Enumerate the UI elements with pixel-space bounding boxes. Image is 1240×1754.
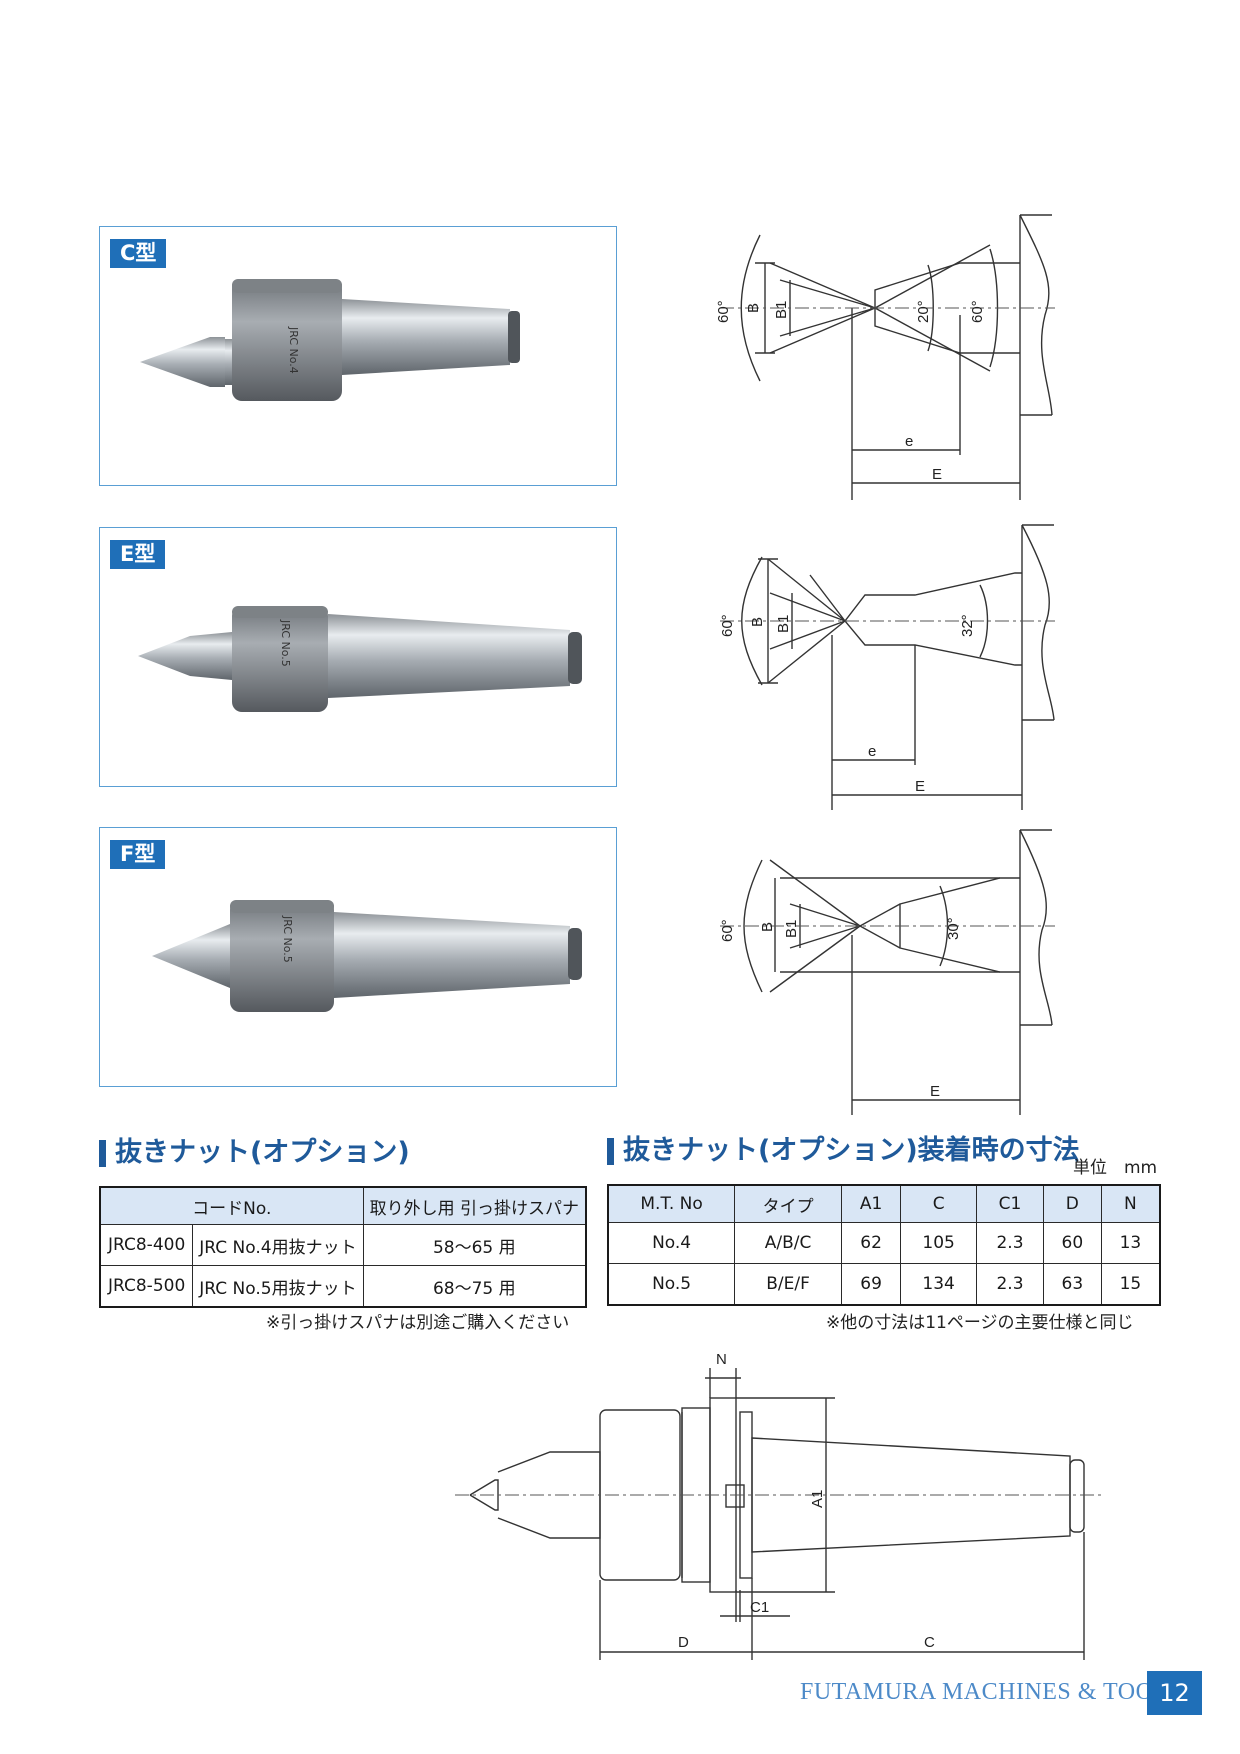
cell-c: 134 [900, 1263, 978, 1306]
dim-label-b-c: B [745, 303, 762, 313]
cell-a1: 69 [841, 1263, 902, 1306]
live-center-photo-e: JRC No.5 [138, 606, 582, 712]
dim-label-e-large-e: E [915, 778, 925, 795]
dim-label-b1-e: B1 [775, 615, 792, 633]
tip-drawing-f: 60° B B1 30° E [719, 829, 1055, 1115]
assembly-label-a1: A1 [809, 1490, 826, 1508]
cell-spanner: 58〜65 用 [362, 1224, 587, 1266]
nut-section-title: 抜きナット(オプション) [99, 1136, 410, 1170]
tip-drawing-c: 60° B B1 20° 60° e E [715, 214, 1055, 500]
live-center-photo-c: JRC No.4 [140, 279, 520, 401]
dim-label-e-small-e: e [868, 743, 876, 760]
header-c: C [900, 1184, 978, 1223]
dim-label-b-e: B [749, 617, 766, 627]
table-row: No.4 A/B/C 62 105 2.3 60 13 [607, 1222, 1161, 1264]
cell-name: JRC No.5用抜ナット [192, 1265, 364, 1308]
engraving-text-c: JRC No.4 [287, 326, 300, 374]
angle-label-outer-c: 60° [715, 300, 732, 323]
assembly-label-d: D [678, 1634, 689, 1651]
header-n: N [1100, 1184, 1161, 1223]
dim-label-b1-c: B1 [773, 301, 790, 319]
cell-d: 60 [1042, 1222, 1102, 1264]
dim-label-b1-f: B1 [783, 920, 800, 938]
angle-label-right-f: 30° [945, 917, 962, 940]
table-header-row: M.T. No タイプ A1 C C1 D N [607, 1184, 1161, 1223]
nut-table: コードNo. 取り外し用 引っ掛けスパナ JRC8-400 JRC No.4用抜… [99, 1186, 587, 1308]
type-tag-f: F型 [110, 840, 166, 869]
cell-c1: 2.3 [976, 1222, 1044, 1264]
table-row: No.5 B/E/F 69 134 2.3 63 15 [607, 1263, 1161, 1306]
header-type: タイプ [734, 1184, 843, 1223]
header-mt-no: M.T. No [607, 1184, 736, 1223]
type-tag-c: C型 [110, 239, 167, 268]
dim-label-e-large-c: E [932, 466, 942, 483]
cell-n: 15 [1100, 1263, 1161, 1306]
cell-type: A/B/C [734, 1222, 843, 1264]
header-c1: C1 [976, 1184, 1044, 1223]
angle-label-outer-e: 60° [719, 614, 736, 637]
cell-d: 63 [1042, 1263, 1102, 1306]
header-code-no: コードNo. [99, 1186, 364, 1225]
angle-label-right-e: 32° [959, 614, 976, 637]
dim-table: M.T. No タイプ A1 C C1 D N No.4 A/B/C 62 10… [607, 1184, 1161, 1306]
cell-spanner: 68〜75 用 [362, 1265, 587, 1308]
cell-code: JRC8-400 [99, 1224, 194, 1266]
product-panel-c: JRC No.4 C型 [99, 226, 617, 486]
cell-c1: 2.3 [976, 1263, 1044, 1306]
engraving-text-e: JRC No.5 [279, 619, 292, 667]
table-header-row: コードNo. 取り外し用 引っ掛けスパナ [99, 1186, 587, 1225]
tip-drawing-e: 60° B B1 32° e E [719, 524, 1055, 810]
angle-label-outer-f: 60° [719, 919, 736, 942]
assembly-drawing: N A1 C1 D C [455, 1351, 1105, 1660]
angle-label-right-c: 60° [969, 300, 986, 323]
dim-label-b-f: B [759, 922, 776, 932]
angle-label-mid-c: 20° [915, 300, 932, 323]
engraving-text-f: JRC No.5 [281, 915, 294, 963]
cell-mt-no: No.4 [607, 1222, 736, 1264]
cell-code: JRC8-500 [99, 1265, 194, 1308]
cell-c: 105 [900, 1222, 978, 1264]
table-row: JRC8-500 JRC No.5用抜ナット 68〜75 用 [99, 1265, 587, 1308]
assembly-label-c: C [924, 1634, 935, 1651]
assembly-label-c1: C1 [750, 1599, 769, 1616]
cell-a1: 62 [841, 1222, 902, 1264]
header-a1: A1 [841, 1184, 902, 1223]
footer-brand: FUTAMURA MACHINES & TOOLS [800, 1679, 1183, 1705]
nut-note: ※引っ掛けスパナは別途ご購入ください [266, 1313, 570, 1333]
dim-section-title: 抜きナット(オプション)装着時の寸法 [607, 1134, 1080, 1168]
dim-label-e-large-f: E [930, 1083, 940, 1100]
table-row: JRC8-400 JRC No.4用抜ナット 58〜65 用 [99, 1224, 587, 1266]
header-d: D [1042, 1184, 1102, 1223]
cell-name: JRC No.4用抜ナット [192, 1224, 364, 1266]
product-panel-e: JRC No.5 E型 [99, 527, 617, 787]
header-spanner: 取り外し用 引っ掛けスパナ [362, 1186, 587, 1225]
live-center-photo-f: JRC No.5 [152, 900, 582, 1012]
assembly-label-n: N [716, 1351, 727, 1368]
cell-n: 13 [1100, 1222, 1161, 1264]
product-panel-f: JRC No.5 F型 [99, 827, 617, 1087]
type-tag-e: E型 [110, 540, 166, 569]
page-number: 12 [1147, 1671, 1202, 1715]
cell-mt-no: No.5 [607, 1263, 736, 1306]
unit-label: 単位 mm [1073, 1158, 1158, 1178]
cell-type: B/E/F [734, 1263, 843, 1306]
dim-note: ※他の寸法は11ページの主要仕様と同じ [826, 1313, 1134, 1333]
dim-label-e-small-c: e [905, 433, 913, 450]
